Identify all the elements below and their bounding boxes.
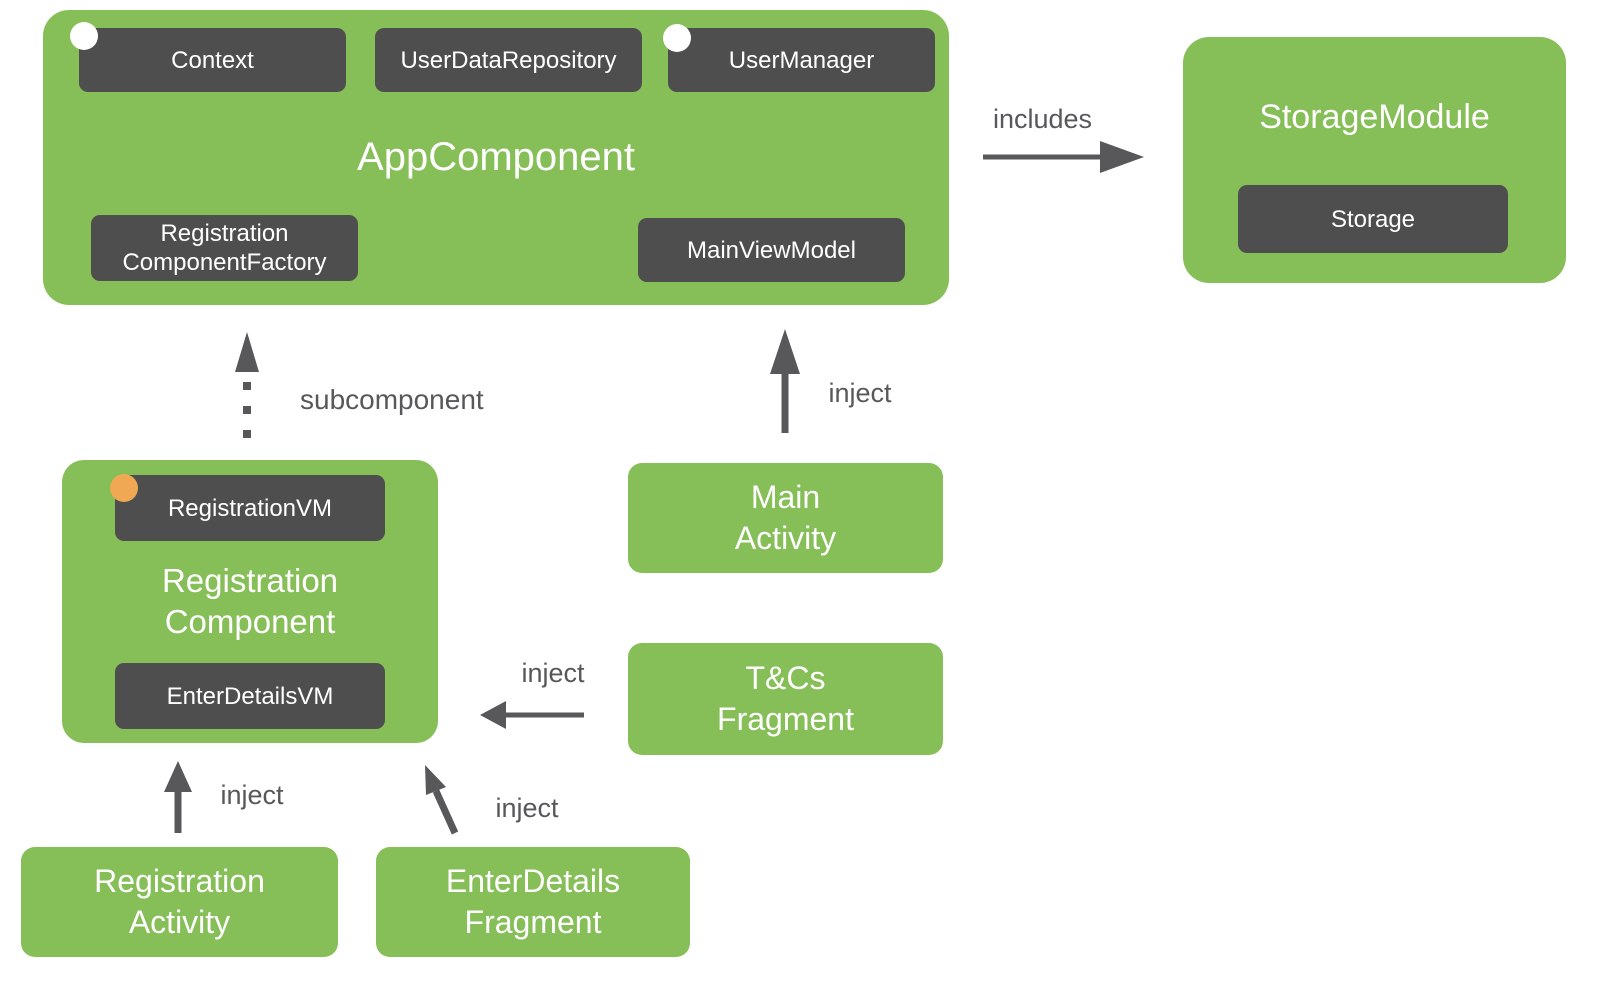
tcs-fragment-node: T&Cs Fragment (628, 643, 943, 755)
inject-main-activity-edge-label: inject (828, 378, 892, 408)
registration-activity-label: Registration Activity (94, 863, 265, 940)
registration-vm-node: RegistrationVM (115, 475, 385, 541)
app-component-title: AppComponent (357, 135, 635, 179)
user-manager-label: UserManager (728, 46, 875, 74)
storage-label: Storage (1330, 205, 1416, 233)
storage-module-title: StorageModule (1259, 98, 1490, 136)
tcs-fragment-label: T&Cs Fragment (717, 660, 854, 737)
scope-dot-user-manager-icon (663, 24, 691, 52)
main-view-model-node: MainViewModel (638, 218, 905, 282)
subcomponent-dashed-arrow (235, 332, 259, 444)
inject-arrow-tcs-fragment (480, 701, 584, 729)
inject-arrow-main-activity (770, 329, 800, 433)
includes-edge-label: includes (992, 104, 1093, 134)
scope-dot-context-icon (70, 22, 98, 50)
context-node: Context (79, 28, 346, 92)
registration-component-factory-node: Registration ComponentFactory (91, 215, 358, 281)
user-data-repository-node: UserDataRepository (375, 28, 642, 92)
main-activity-label: Main Activity (734, 479, 837, 556)
enter-details-fragment-label: EnterDetails Fragment (445, 863, 621, 940)
storage-module-node: StorageModule Storage (1183, 37, 1566, 283)
inject-registration-activity-edge-label: inject (220, 780, 284, 810)
registration-component-factory-label: Registration ComponentFactory (122, 220, 327, 276)
inject-arrow-enter-details-fragment (425, 765, 459, 835)
enter-details-vm-node: EnterDetailsVM (115, 663, 385, 729)
main-view-model-label: MainViewModel (687, 236, 856, 264)
inject-enter-details-edge-label: inject (495, 793, 559, 823)
main-activity-node: Main Activity (628, 463, 943, 573)
registration-vm-label: RegistrationVM (167, 494, 333, 522)
context-label: Context (171, 46, 254, 74)
scope-dot-registration-vm-icon (110, 474, 138, 502)
subcomponent-edge-label: subcomponent (300, 384, 484, 415)
registration-component-node: RegistrationVM Registration Component En… (62, 460, 438, 743)
app-component-node: Context UserDataRepository UserManager A… (43, 10, 949, 305)
includes-arrow (983, 141, 1144, 173)
registration-component-title: Registration Component (161, 562, 339, 640)
user-manager-node: UserManager (668, 28, 935, 92)
inject-arrow-registration-activity (164, 761, 192, 833)
inject-tcs-edge-label: inject (521, 658, 585, 688)
storage-node: Storage (1238, 185, 1508, 253)
enter-details-vm-label: EnterDetailsVM (166, 682, 334, 710)
registration-activity-node: Registration Activity (21, 847, 338, 957)
user-data-repository-label: UserDataRepository (400, 46, 617, 74)
enter-details-fragment-node: EnterDetails Fragment (376, 847, 690, 957)
